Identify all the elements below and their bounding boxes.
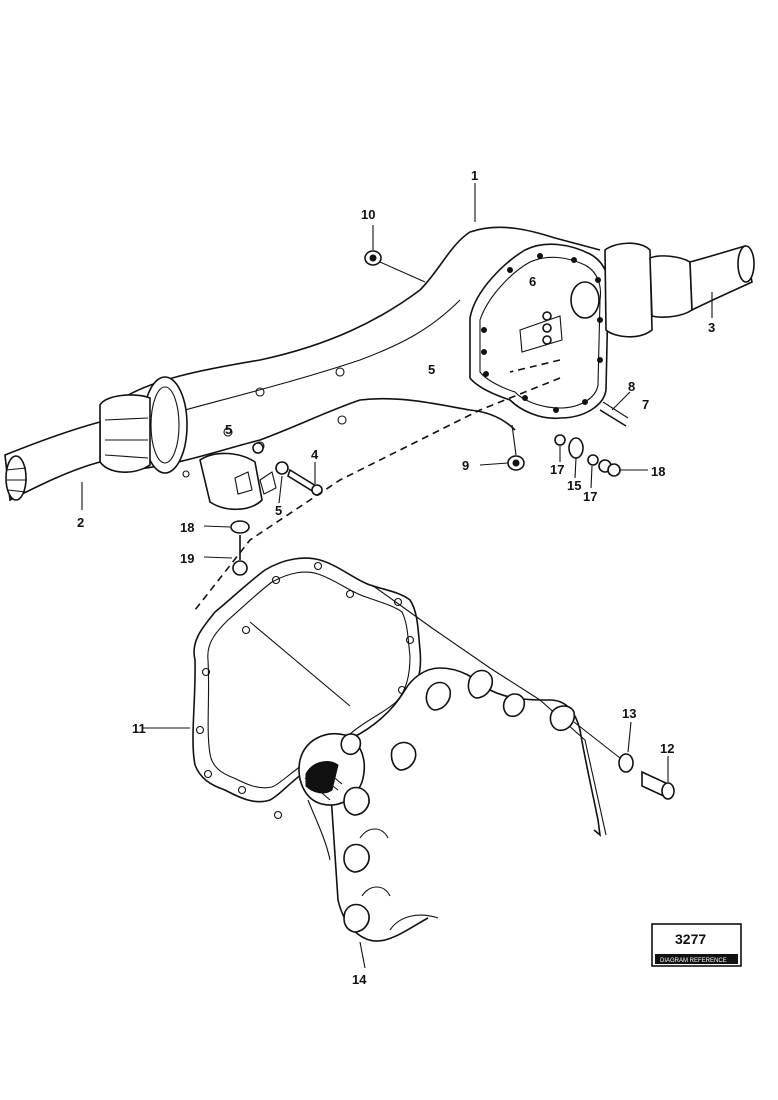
callout-5-left: 5 bbox=[225, 422, 232, 437]
callout-17-right: 17 bbox=[583, 489, 597, 504]
callout-5-lower: 5 bbox=[275, 503, 282, 518]
callout-3: 3 bbox=[708, 320, 715, 335]
callout-6: 6 bbox=[529, 274, 536, 289]
callout-15: 15 bbox=[567, 478, 581, 493]
callout-5-right: 5 bbox=[428, 362, 435, 377]
callout-14: 14 bbox=[352, 972, 367, 987]
callout-18-left: 18 bbox=[180, 520, 194, 535]
callouts: 1 2 3 4 5 5 5 6 7 8 9 10 11 12 13 14 15 … bbox=[77, 168, 715, 987]
callout-17-left: 17 bbox=[550, 462, 564, 477]
callout-13: 13 bbox=[622, 706, 636, 721]
callout-18-right: 18 bbox=[651, 464, 665, 479]
callout-2: 2 bbox=[77, 515, 84, 530]
leader-lines bbox=[81, 183, 713, 969]
alignment-lines bbox=[194, 359, 561, 611]
callout-4: 4 bbox=[311, 447, 319, 462]
reference-box: 3277 DIAGRAM REFERENCE bbox=[651, 923, 742, 967]
callout-1: 1 bbox=[471, 168, 478, 183]
callout-10: 10 bbox=[361, 207, 375, 222]
reference-caption: DIAGRAM REFERENCE bbox=[660, 958, 727, 964]
callout-9: 9 bbox=[462, 458, 469, 473]
reference-code: 3277 bbox=[675, 931, 706, 947]
callout-12: 12 bbox=[660, 741, 674, 756]
callout-8: 8 bbox=[628, 379, 635, 394]
differential-carrier bbox=[298, 584, 675, 942]
callout-7: 7 bbox=[642, 397, 649, 412]
callout-19: 19 bbox=[180, 551, 194, 566]
callout-11: 11 bbox=[132, 721, 146, 736]
axle-housing bbox=[4, 226, 755, 511]
flange-bolt-holes bbox=[481, 253, 603, 413]
